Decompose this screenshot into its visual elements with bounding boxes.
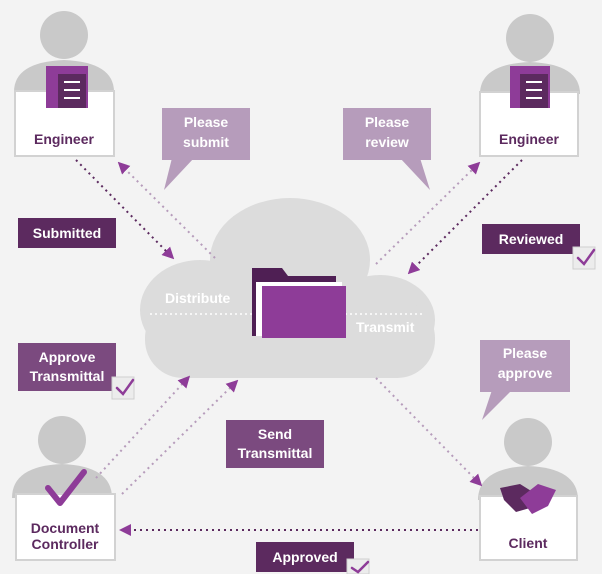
check-badge-icon xyxy=(572,246,596,270)
engineer-right-label: Engineer xyxy=(499,131,559,147)
arrow-cloud-to-client xyxy=(375,377,483,487)
please-approve-line1: Please xyxy=(503,345,548,361)
arrow-cloud-to-engineer xyxy=(117,161,216,259)
send-transmittal-line1: Send xyxy=(258,426,292,442)
document-controller-label-line1: Document xyxy=(31,520,100,536)
engineer-left-figure: Engineer xyxy=(14,11,115,157)
document-controller-label-line2: Controller xyxy=(32,536,99,552)
folder-icon xyxy=(252,268,346,338)
cloud-transmit-label: Transmit xyxy=(356,319,415,335)
arrows xyxy=(75,159,523,536)
document-controller-figure: Document Controller xyxy=(12,416,116,561)
reviewed-label: Reviewed xyxy=(499,231,564,247)
cloud-distribute-label: Distribute xyxy=(165,290,231,306)
status-reviewed: Reviewed xyxy=(482,224,596,270)
speech-please-approve: Please approve xyxy=(480,340,570,420)
check-badge-icon xyxy=(111,376,135,400)
engineer-left-label: Engineer xyxy=(34,131,94,147)
approved-label: Approved xyxy=(272,549,337,565)
arrow-controller-to-cloud xyxy=(95,375,191,479)
please-review-line1: Please xyxy=(365,114,410,130)
engineer-right-figure: Engineer xyxy=(479,14,580,157)
please-approve-line2: approve xyxy=(498,365,553,381)
arrow-engineer-to-cloud xyxy=(75,159,175,260)
status-submitted: Submitted xyxy=(18,218,116,248)
send-transmittal-line2: Transmittal xyxy=(238,445,313,461)
arrow-controller-to-cloud-2 xyxy=(121,379,239,495)
speech-please-review: Please review xyxy=(343,108,431,190)
please-review-line2: review xyxy=(365,134,409,150)
approve-transmittal-line2: Transmittal xyxy=(30,368,105,384)
send-transmittal-box: Send Transmittal xyxy=(226,420,324,468)
cloud: Distribute Transmit xyxy=(140,198,435,378)
handshake-icon xyxy=(500,484,556,514)
client-figure: Client xyxy=(478,418,578,561)
document-icon xyxy=(46,66,88,108)
client-label: Client xyxy=(509,535,548,551)
please-submit-line1: Please xyxy=(184,114,229,130)
status-approve-transmittal: Approve Transmittal xyxy=(18,343,135,400)
speech-please-submit: Please submit xyxy=(162,108,250,190)
checkmark-icon xyxy=(45,469,87,506)
arrow-reviewer-to-cloud xyxy=(407,159,523,275)
status-approved: Approved xyxy=(256,542,370,574)
please-submit-line2: submit xyxy=(183,134,229,150)
check-badge-icon xyxy=(346,558,370,574)
submitted-label: Submitted xyxy=(33,225,101,241)
approve-transmittal-line1: Approve xyxy=(39,349,96,365)
document-icon xyxy=(510,66,550,108)
